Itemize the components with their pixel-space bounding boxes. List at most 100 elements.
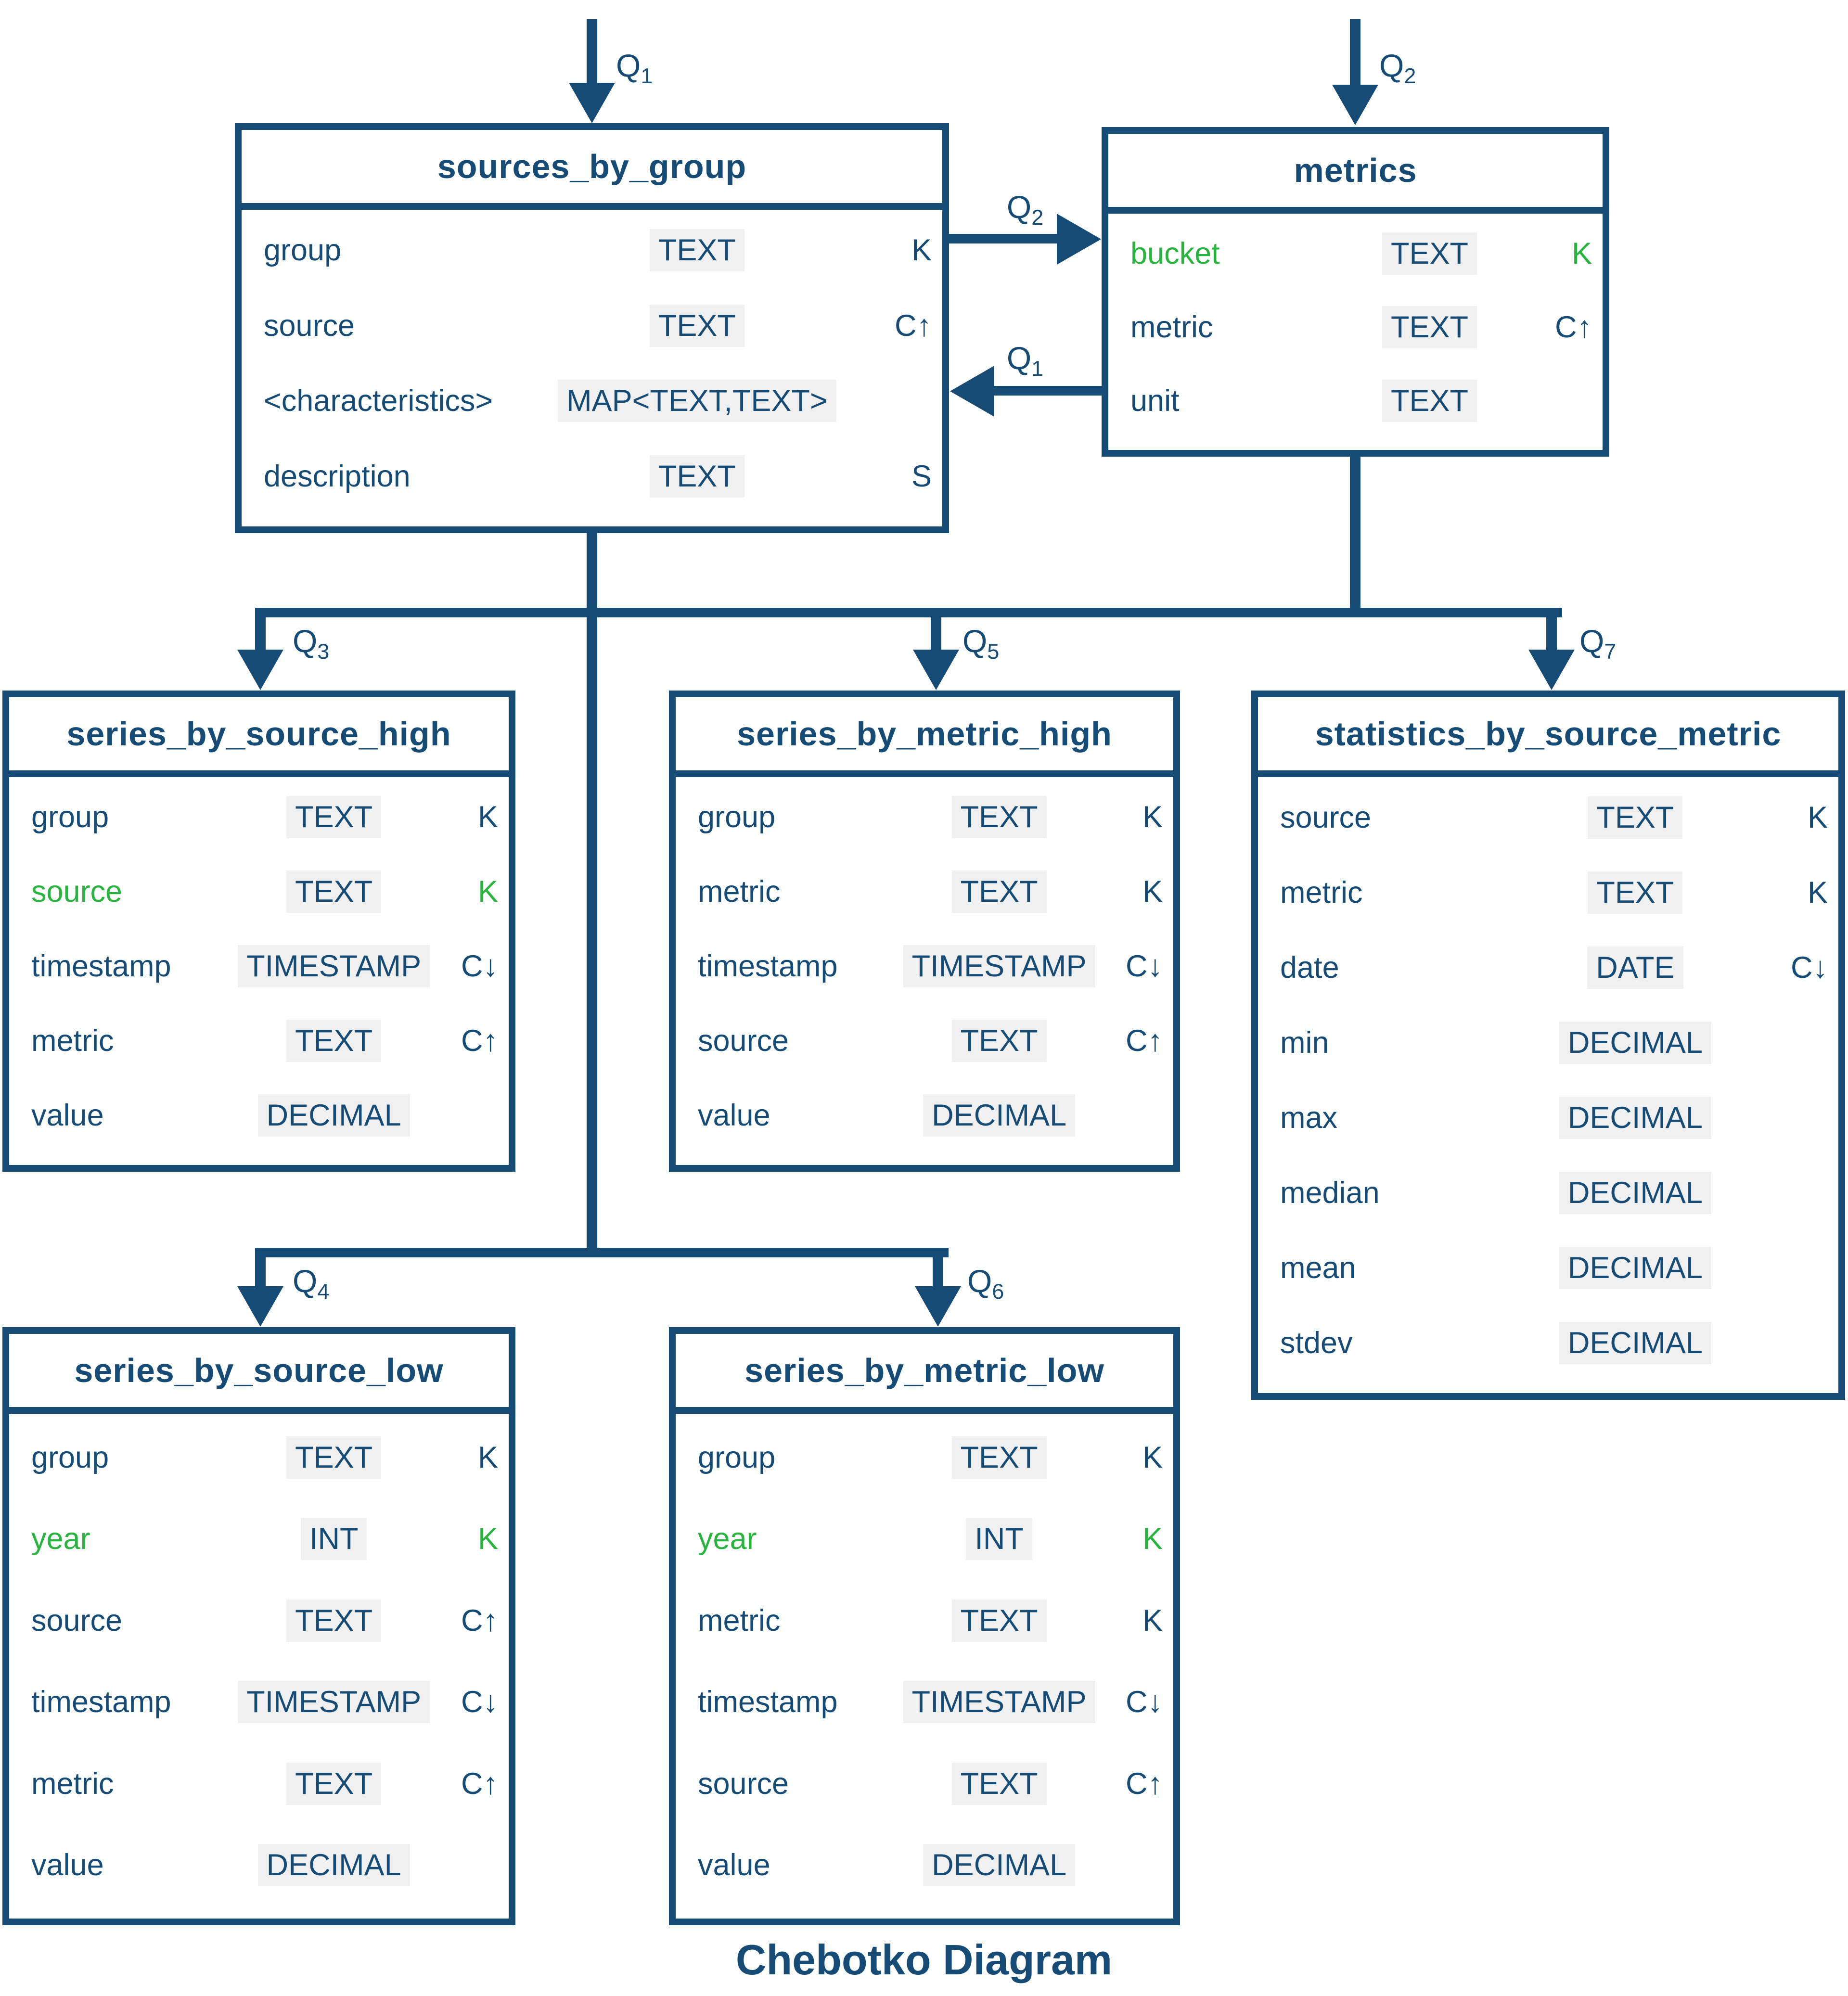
connector-q1-entry-line — [587, 19, 597, 85]
column-type: TEXT — [1331, 306, 1528, 348]
column-key: C↓ — [1790, 951, 1828, 985]
column-type-chip: TEXT — [649, 229, 744, 272]
connector-junction-bar-2 — [255, 1248, 949, 1257]
column-type: TEXT — [557, 455, 837, 498]
column-type: TEXT — [234, 796, 434, 839]
column-name: value — [31, 1098, 104, 1132]
query-label-q1-top: Q1 — [616, 48, 653, 89]
column-key: K — [1142, 1522, 1163, 1556]
column-type-chip: TEXT — [951, 1019, 1047, 1062]
column-name: metric — [31, 1024, 114, 1058]
table-row: date DATE C↓ — [1258, 947, 1838, 989]
column-type-chip: TEXT — [286, 1436, 382, 1479]
column-type: DECIMAL — [899, 1844, 1099, 1887]
column-name: <characteristics> — [264, 384, 493, 418]
column-key: C↑ — [461, 1603, 498, 1638]
column-type: TEXT — [234, 870, 434, 913]
column-name: bucket — [1130, 236, 1220, 270]
column-name: metric — [31, 1766, 114, 1801]
column-type: TEXT — [1331, 379, 1528, 422]
column-name: value — [698, 1098, 770, 1132]
column-key: K — [1571, 236, 1592, 270]
column-key: C↑ — [894, 308, 932, 343]
column-type: DECIMAL — [1519, 1097, 1751, 1139]
column-type: MAP<TEXT,TEXT> — [557, 380, 837, 422]
column-type: TEXT — [557, 229, 837, 272]
table-row: metric TEXT C↑ — [1108, 306, 1603, 348]
column-type-chip: TEXT — [286, 1019, 382, 1062]
column-type-chip: DATE — [1587, 947, 1683, 989]
column-type: TIMESTAMP — [234, 945, 434, 987]
column-name: metric — [1280, 876, 1363, 909]
column-name: unit — [1130, 384, 1180, 418]
column-key: C↓ — [461, 949, 498, 983]
column-type-chip: DECIMAL — [1559, 1172, 1711, 1214]
connector-q2-line — [949, 234, 1058, 243]
column-key: S — [911, 459, 932, 493]
table-row: <characteristics> MAP<TEXT,TEXT> — [242, 380, 942, 422]
column-type: TEXT — [899, 870, 1099, 913]
arrowhead-down-q7-icon — [1528, 650, 1575, 690]
column-name: metric — [1130, 310, 1213, 344]
column-name: year — [698, 1522, 757, 1556]
column-key: K — [1142, 875, 1163, 909]
column-type: TEXT — [234, 1436, 434, 1479]
table-row: source TEXT C↑ — [676, 1762, 1173, 1805]
column-name: stdev — [1280, 1326, 1353, 1360]
column-type-chip: TEXT — [286, 870, 382, 913]
column-type: DECIMAL — [899, 1094, 1099, 1137]
column-key: K — [1142, 800, 1163, 834]
connector-metrics-stem-line — [1350, 457, 1360, 617]
query-label-q5: Q5 — [962, 623, 1000, 664]
column-type-chip: TEXT — [1588, 796, 1683, 839]
diagram-title: Chebotko Diagram — [735, 1936, 1113, 1983]
column-type-chip: TEXT — [951, 1436, 1047, 1479]
column-type: TEXT — [1519, 871, 1751, 914]
query-label-q7: Q7 — [1579, 623, 1617, 664]
column-name: median — [1280, 1176, 1380, 1210]
column-type: TIMESTAMP — [899, 1681, 1099, 1724]
column-type: INT — [899, 1518, 1099, 1561]
column-name: value — [31, 1848, 104, 1882]
connector-sources-trunk-line — [587, 533, 597, 1257]
column-name: date — [1280, 951, 1339, 985]
column-key: K — [1807, 876, 1828, 909]
column-key: K — [477, 875, 498, 909]
table-row: value DECIMAL — [676, 1094, 1173, 1137]
column-key: C↑ — [1554, 310, 1592, 344]
column-key: C↑ — [1125, 1766, 1163, 1801]
table-row: value DECIMAL — [9, 1844, 509, 1887]
table-row: metric TEXT K — [1258, 871, 1838, 914]
table-row: median DECIMAL — [1258, 1172, 1838, 1214]
connector-q1-line — [993, 386, 1102, 396]
column-type: TIMESTAMP — [899, 945, 1099, 987]
column-type-chip: TEXT — [1382, 379, 1477, 422]
table-row: year INT K — [676, 1518, 1173, 1561]
column-name: group — [698, 800, 776, 834]
column-key: K — [477, 1440, 498, 1474]
column-key: K — [911, 233, 932, 268]
column-type: TEXT — [899, 1762, 1099, 1805]
column-type-chip: DECIMAL — [257, 1844, 410, 1887]
column-name: source — [698, 1766, 789, 1801]
column-type-chip: INT — [966, 1518, 1032, 1561]
